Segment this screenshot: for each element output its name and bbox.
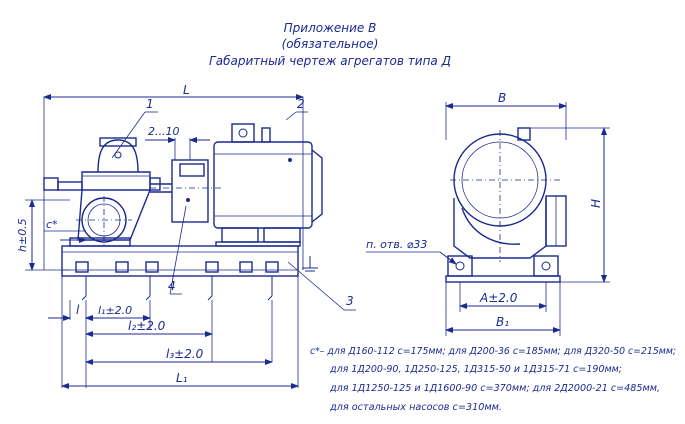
- footnote-line-3: для 1Д1250-125 и 1Д1600-90 с=370мм; для …: [329, 383, 660, 394]
- electric-motor: [213, 123, 323, 243]
- appendix-mandatory: (обязательное): [282, 37, 379, 51]
- callout-3: 3: [346, 294, 354, 308]
- dim-H-label: H: [589, 199, 603, 208]
- holes-label: п. отв. ⌀33: [366, 238, 427, 251]
- end-view: B H п. отв. ⌀33 A±2.0: [366, 91, 610, 336]
- side-view: L h±0.5 c*: [16, 83, 356, 389]
- dim-l-label: l: [76, 303, 80, 317]
- dim-A-label: A±2.0: [479, 291, 518, 305]
- dim-gap-label: 2...10: [148, 125, 180, 138]
- pump-casing: [43, 137, 161, 246]
- dim-h-label: h±0.5: [16, 218, 29, 252]
- callout-4: 4: [168, 279, 176, 293]
- callout-2: 2: [297, 97, 305, 111]
- dim-B-label: B: [498, 91, 506, 105]
- callout-1: 1: [146, 97, 154, 111]
- anchor-bolts: [75, 261, 279, 301]
- drawing-header: Приложение В (обязательное) Габаритный ч…: [209, 21, 451, 68]
- dim-L1-label: L₁: [176, 371, 188, 385]
- dim-l2-label: l₂±2.0: [128, 319, 166, 333]
- dim-c-label: c*: [46, 218, 58, 231]
- drawing-title: Габаритный чертеж агрегатов типа Д: [209, 54, 451, 68]
- footnote-line-4: для остальных насосов с=310мм.: [329, 402, 502, 413]
- dim-l3-label: l₃±2.0: [166, 347, 204, 361]
- footnote-line-2: для 1Д200-90, 1Д250-125, 1Д315-50 и 1Д31…: [329, 364, 622, 375]
- base-frame: [61, 237, 318, 301]
- coupling-guard: [150, 159, 222, 223]
- dim-L-label: L: [183, 83, 190, 97]
- dim-l1-label: l₁±2.0: [98, 304, 132, 317]
- footnote-block: с*– для Д160-112 с=175мм; для Д200-36 с=…: [310, 346, 676, 413]
- appendix-title: Приложение В: [284, 21, 377, 35]
- dim-B1-label: B₁: [496, 315, 509, 329]
- footnote-line-1: с*– для Д160-112 с=175мм; для Д200-36 с=…: [310, 346, 676, 357]
